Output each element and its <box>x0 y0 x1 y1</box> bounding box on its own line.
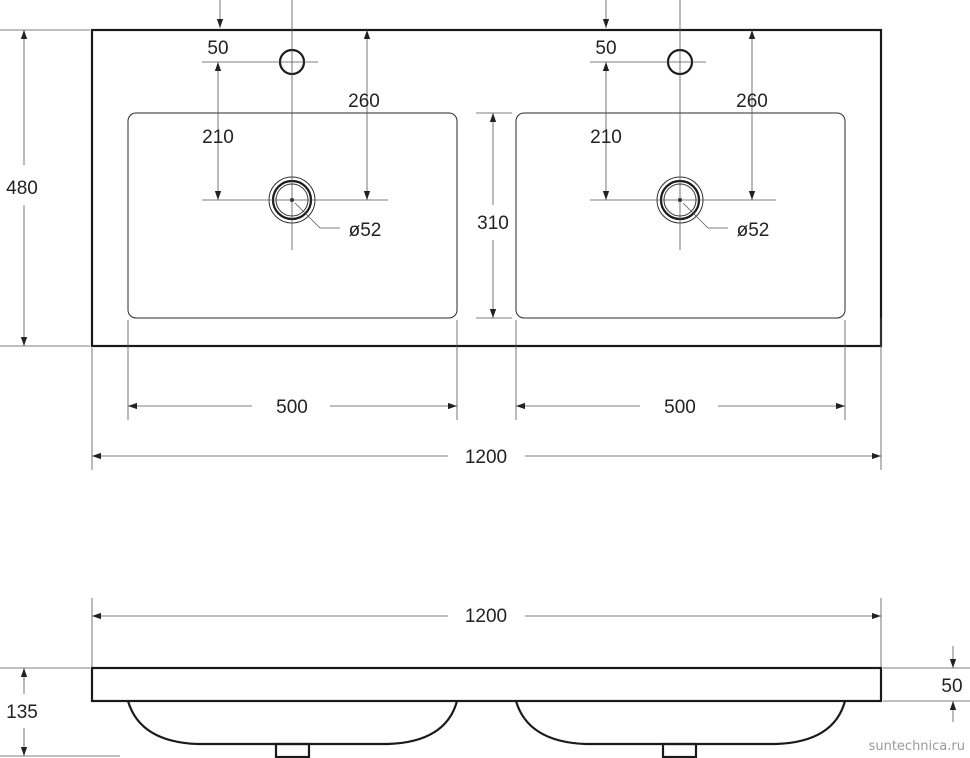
side-view: 1200 135 50 <box>0 598 970 758</box>
right-drain-diameter-label: ø52 <box>737 220 770 241</box>
left-drain-outlet <box>274 742 311 758</box>
left-tap-offset-label: 50 <box>207 38 228 59</box>
side-total-width-label: 1200 <box>465 606 507 627</box>
left-rear-to-drain-label: 260 <box>348 91 380 112</box>
right-drain-outlet <box>661 742 698 758</box>
left-bowl-profile <box>126 700 459 746</box>
bowl-width-dimensions <box>127 320 846 420</box>
bowl-depth-dimension <box>476 112 512 319</box>
right-tap-offset-label: 50 <box>595 38 616 59</box>
right-bowl-dimensions <box>590 0 776 250</box>
slab-thickness-dimension <box>883 646 970 722</box>
left-tap-to-drain-label: 210 <box>202 127 234 148</box>
countertop-slab <box>90 666 883 703</box>
total-width-dimension <box>91 318 882 470</box>
bowl-depth-label: 310 <box>477 213 509 234</box>
right-bowl-profile <box>514 700 847 746</box>
left-bowl-dimensions <box>202 0 388 250</box>
left-bowl-outline <box>127 112 458 319</box>
right-bowl-outline <box>515 112 846 319</box>
depth-dimension <box>0 29 90 347</box>
watermark: suntechnica.ru <box>869 739 965 754</box>
left-bowl-width-label: 500 <box>276 397 308 418</box>
slab-thickness-label: 50 <box>941 676 962 697</box>
right-tap-to-drain-label: 210 <box>590 127 622 148</box>
right-bowl-width-label: 500 <box>664 397 696 418</box>
right-rear-to-drain-label: 260 <box>736 91 768 112</box>
countertop-outline <box>90 28 883 348</box>
total-width-label: 1200 <box>465 447 507 468</box>
height-label: 135 <box>6 702 38 723</box>
left-drain-diameter-label: ø52 <box>349 220 382 241</box>
top-view: 50 260 210 ø52 50 260 210 ø52 310 480 50… <box>0 0 883 470</box>
depth-label: 480 <box>6 178 38 199</box>
height-dimension <box>0 667 120 757</box>
